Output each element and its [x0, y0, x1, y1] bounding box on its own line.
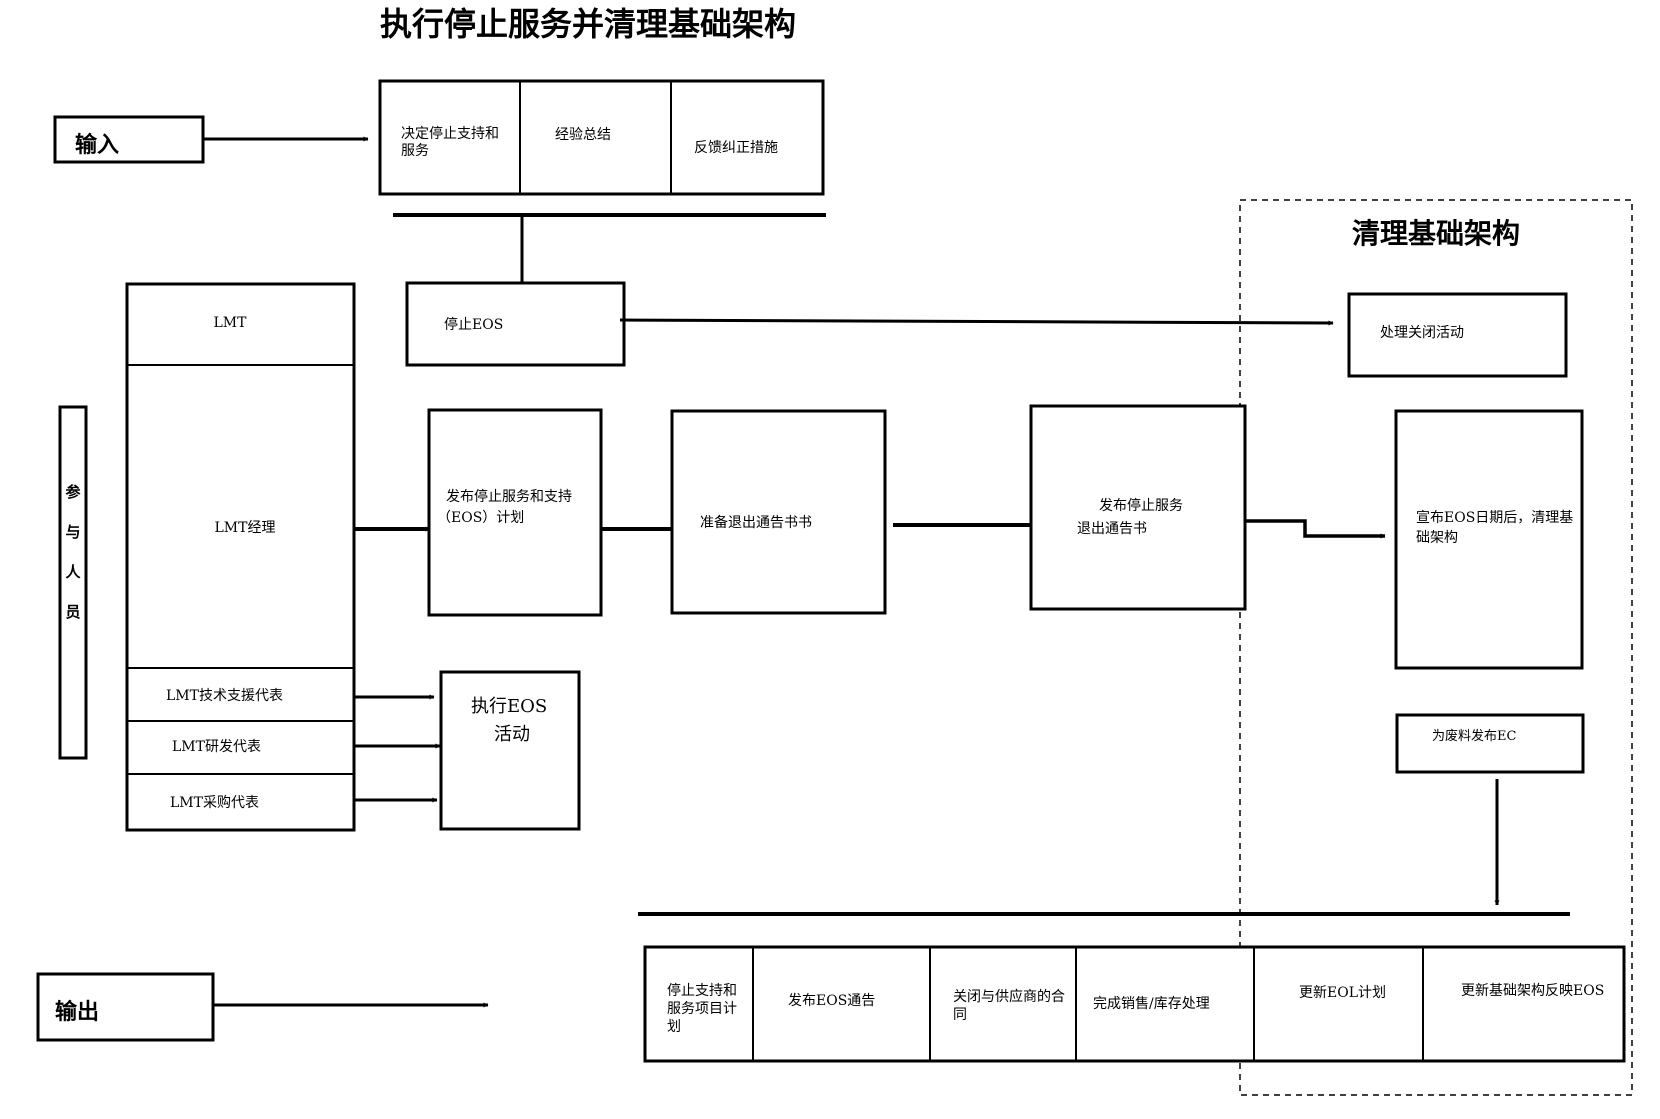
announce-cleanup-box: 宣布EOS日期后，清理基 础架构	[1394, 409, 1584, 670]
prepare-notice-label: 准备退出通告书书	[700, 514, 812, 531]
stop-eos-to-close-arrow	[619, 318, 1334, 326]
cleanup-section-title: 清理基础架构	[1352, 217, 1520, 250]
publish-notice-box: 发布停止服务 退出通告书	[1029, 404, 1247, 611]
output-item-3: 关闭与供应商的合 同	[953, 988, 1069, 1023]
input-table: 决定停止支持和 服务 经验总结 反馈纠正措施	[378, 79, 825, 196]
output-item-6: 更新基础架构反映EOS	[1461, 982, 1604, 999]
page-title: 执行停止服务并清理基础架构	[380, 5, 796, 43]
output-table: 停止支持和 服务项目计 划 发布EOS通告 关闭与供应商的合 同 完成销售/库存…	[643, 945, 1626, 1063]
output-label-box: 输出	[36, 972, 215, 1042]
output-item-2: 发布EOS通告	[788, 993, 875, 1009]
lmt-column: LMT LMT经理 LMT技术支援代表 LMT研发代表 LMT采购代表	[125, 282, 356, 832]
output-item-1: 停止支持和 服务项目计 划	[667, 982, 741, 1035]
input-item-3: 反馈纠正措施	[694, 140, 778, 156]
lmt-tech-support: LMT技术支援代表	[166, 688, 283, 704]
close-activities-label: 处理关闭活动	[1380, 325, 1464, 341]
input-item-1: 决定停止支持和 服务	[401, 125, 503, 159]
publish-to-cleanup-arrow	[1245, 519, 1386, 539]
execute-eos-label: 执行EOS 活动	[471, 696, 553, 745]
scrap-ec-box: 为废料发布EC	[1395, 713, 1585, 774]
publish-plan-box: 发布停止服务和支持 （EOS）计划	[427, 408, 603, 617]
participants-char-4: 员	[65, 603, 80, 621]
input-label: 输入	[75, 132, 119, 158]
lmt-rnd: LMT研发代表	[172, 739, 261, 755]
publish-notice-label: 发布停止服务 退出通告书	[1077, 497, 1187, 537]
cleanup-region	[1239, 199, 1633, 1096]
announce-cleanup-label: 宣布EOS日期后，清理基 础架构	[1416, 509, 1578, 546]
stop-eos-label: 停止EOS	[444, 316, 503, 333]
execute-eos-box: 执行EOS 活动	[439, 670, 581, 831]
prepare-notice-box: 准备退出通告书书	[670, 409, 887, 615]
participants-char-1: 参	[65, 483, 81, 501]
participants-box: 参 与 人 员	[58, 405, 88, 760]
lmt-purchasing: LMT采购代表	[170, 795, 259, 811]
publish-plan-label: 发布停止服务和支持 （EOS）计划	[437, 488, 576, 526]
scrap-ec-label: 为废料发布EC	[1432, 728, 1516, 744]
stop-eos-box: 停止EOS	[405, 281, 626, 367]
lmt-header: LMT	[214, 315, 248, 331]
participants-char-2: 与	[65, 523, 80, 541]
output-item-4: 完成销售/库存处理	[1093, 996, 1210, 1012]
lmt-manager: LMT经理	[215, 520, 276, 536]
close-activities-box: 处理关闭活动	[1347, 292, 1568, 378]
output-label: 输出	[55, 999, 99, 1025]
input-label-box: 输入	[53, 115, 205, 164]
output-item-5: 更新EOL计划	[1299, 985, 1386, 1001]
participants-char-3: 人	[65, 563, 81, 581]
input-item-2: 经验总结	[555, 127, 611, 143]
